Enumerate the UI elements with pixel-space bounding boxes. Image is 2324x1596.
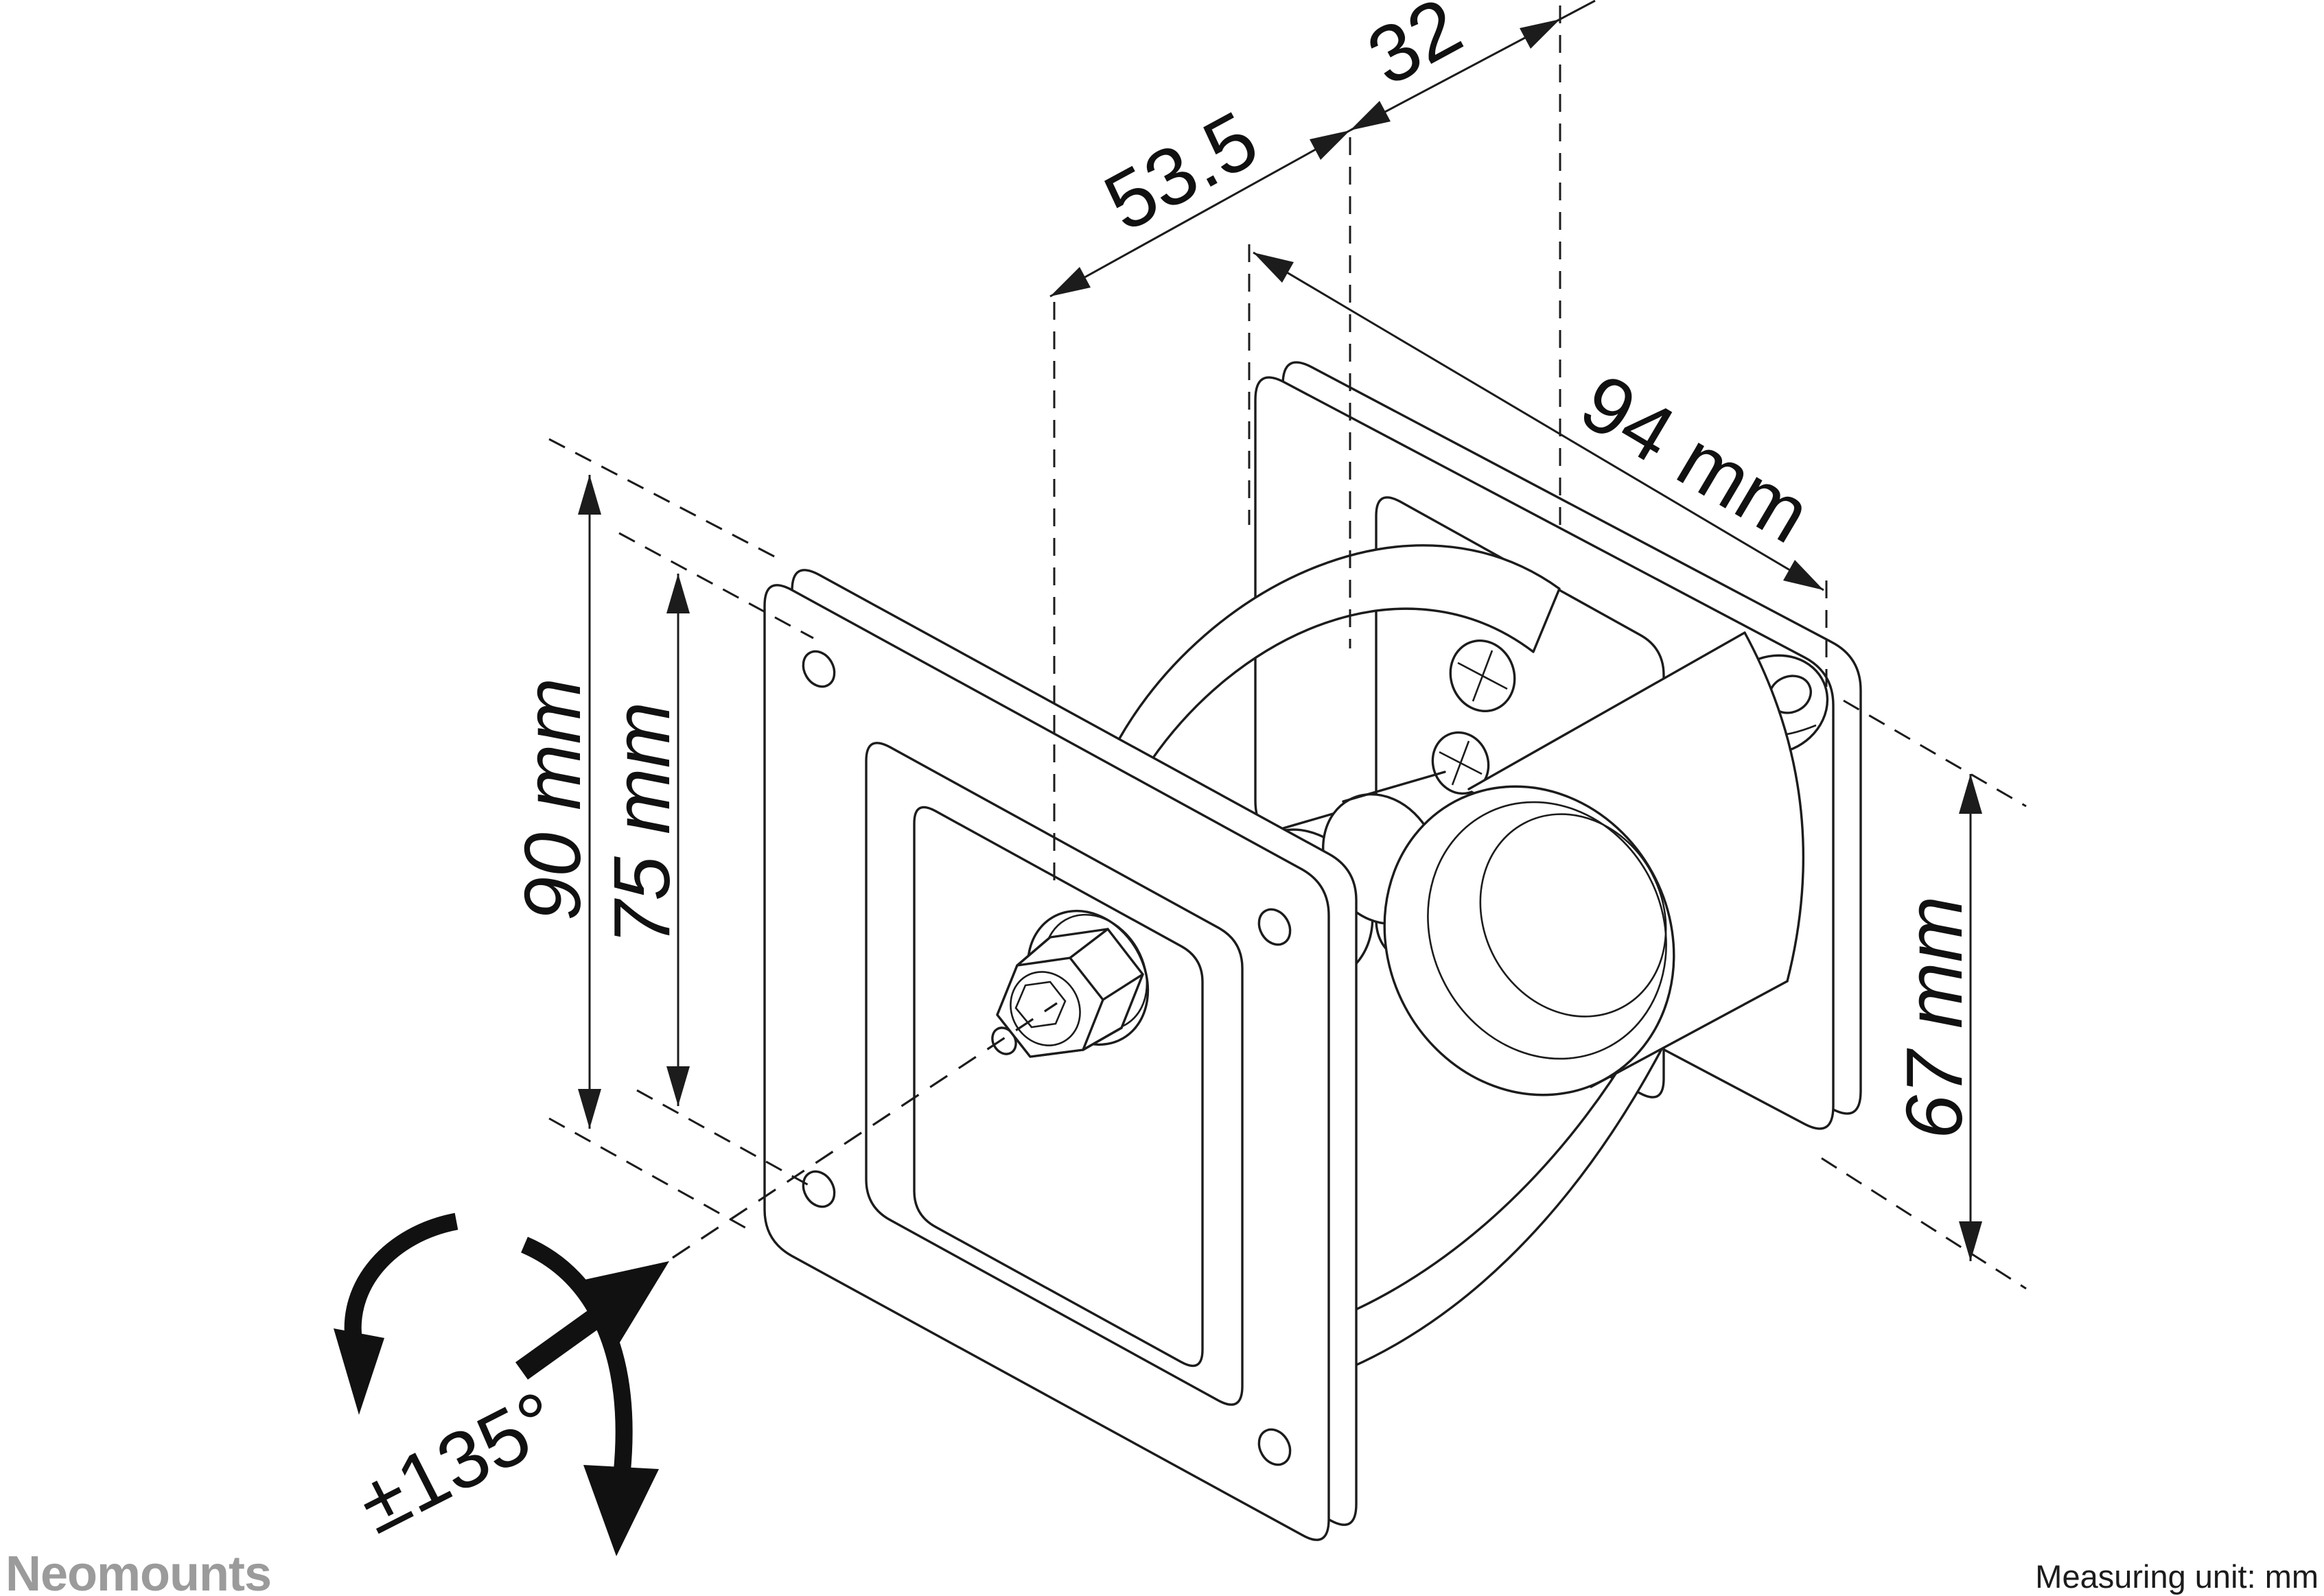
rotation-arc-left xyxy=(344,1212,458,1345)
rotation-arrowhead-right xyxy=(583,1465,659,1556)
upper-tilt-arm xyxy=(1117,544,1561,771)
extension-lines xyxy=(548,5,2027,1290)
phillips-screw xyxy=(1449,639,1516,713)
dim-label-67mm: 67 mm xyxy=(1890,896,1979,1140)
axis-centerline xyxy=(672,1002,1058,1259)
measuring-unit-note: Measuring unit: mm xyxy=(2035,1558,2319,1595)
rotation-arrowhead-left xyxy=(334,1328,384,1415)
tilt-barrel xyxy=(1383,631,1805,1096)
footer: Neomounts Measuring unit: mm xyxy=(5,1547,2319,1596)
rotation-arc-right xyxy=(520,1236,633,1475)
mount-drawing xyxy=(763,361,1862,1541)
rotation-axis-arrowhead xyxy=(575,1261,669,1343)
dimension-arrowheads xyxy=(578,19,1982,1261)
vesa-plate-front xyxy=(763,584,1330,1541)
dim-label-75mm: 75 mm xyxy=(597,702,686,946)
phillips-screw xyxy=(1431,731,1490,795)
vesa-recess xyxy=(865,742,1244,1406)
hex-socket xyxy=(1014,981,1067,1029)
brand-logo: Neomounts xyxy=(5,1547,271,1596)
vesa-holes xyxy=(802,650,1292,1466)
dim-label-90mm: 90 mm xyxy=(508,678,597,922)
